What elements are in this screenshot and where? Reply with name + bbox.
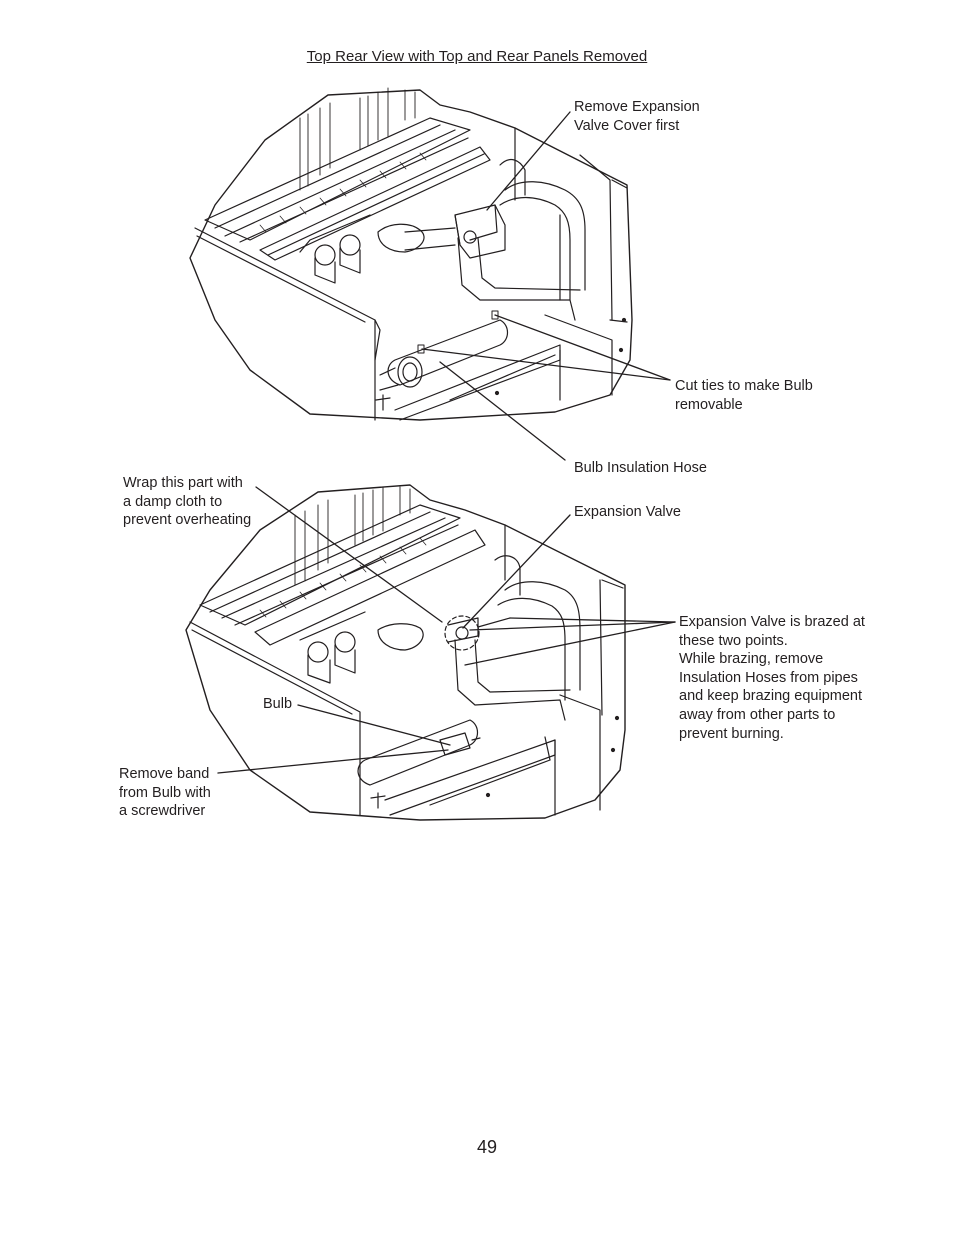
callout-line: removable [675,396,743,413]
callout-cut-ties: Cut ties to make Bulb removable [675,377,813,414]
callout-line: Wrap this part with [123,475,243,491]
callout-line: Bulb [263,696,293,712]
callout-expansion-valve: Expansion Valve [574,503,681,522]
page-title: Top Rear View with Top and Rear Panels R… [306,48,648,65]
callout-line: Expansion Valve [574,504,681,520]
callout-bulb: Bulb [263,695,292,714]
page-number: 49 [476,1137,498,1157]
callout-line: Valve Cover first [574,117,680,134]
callout-line: Remove band [119,766,210,782]
callout-line: from Bulb with [119,784,211,801]
callout-wrap-part: Wrap this part with a damp cloth to prev… [123,474,251,530]
callout-line: Remove Expansion [574,99,700,115]
callout-line: Insulation Hoses from pipes [679,669,858,686]
callout-bulb-insulation-hose: Bulb Insulation Hose [574,459,707,478]
callout-line: Cut ties to make Bulb [675,378,813,394]
callout-line: and keep brazing equipment [679,688,862,705]
callout-line: these two points. [679,632,788,649]
callout-line: While brazing, remove [679,651,824,668]
callout-line: prevent overheating [123,512,252,529]
callout-line: Bulb Insulation Hose [574,460,707,476]
callout-line: prevent burning. [679,725,784,742]
callout-remove-expansion-valve-cover: Remove Expansion Valve Cover first [574,98,700,135]
callout-brazed-points: Expansion Valve is brazed at these two p… [679,613,865,743]
callout-line: a screwdriver [119,803,206,820]
callout-line: away from other parts to [679,706,836,723]
callout-remove-band: Remove band from Bulb with a screwdriver [119,765,211,821]
callout-line: a damp cloth to [123,493,223,510]
callout-line: Expansion Valve is brazed at [679,614,865,630]
